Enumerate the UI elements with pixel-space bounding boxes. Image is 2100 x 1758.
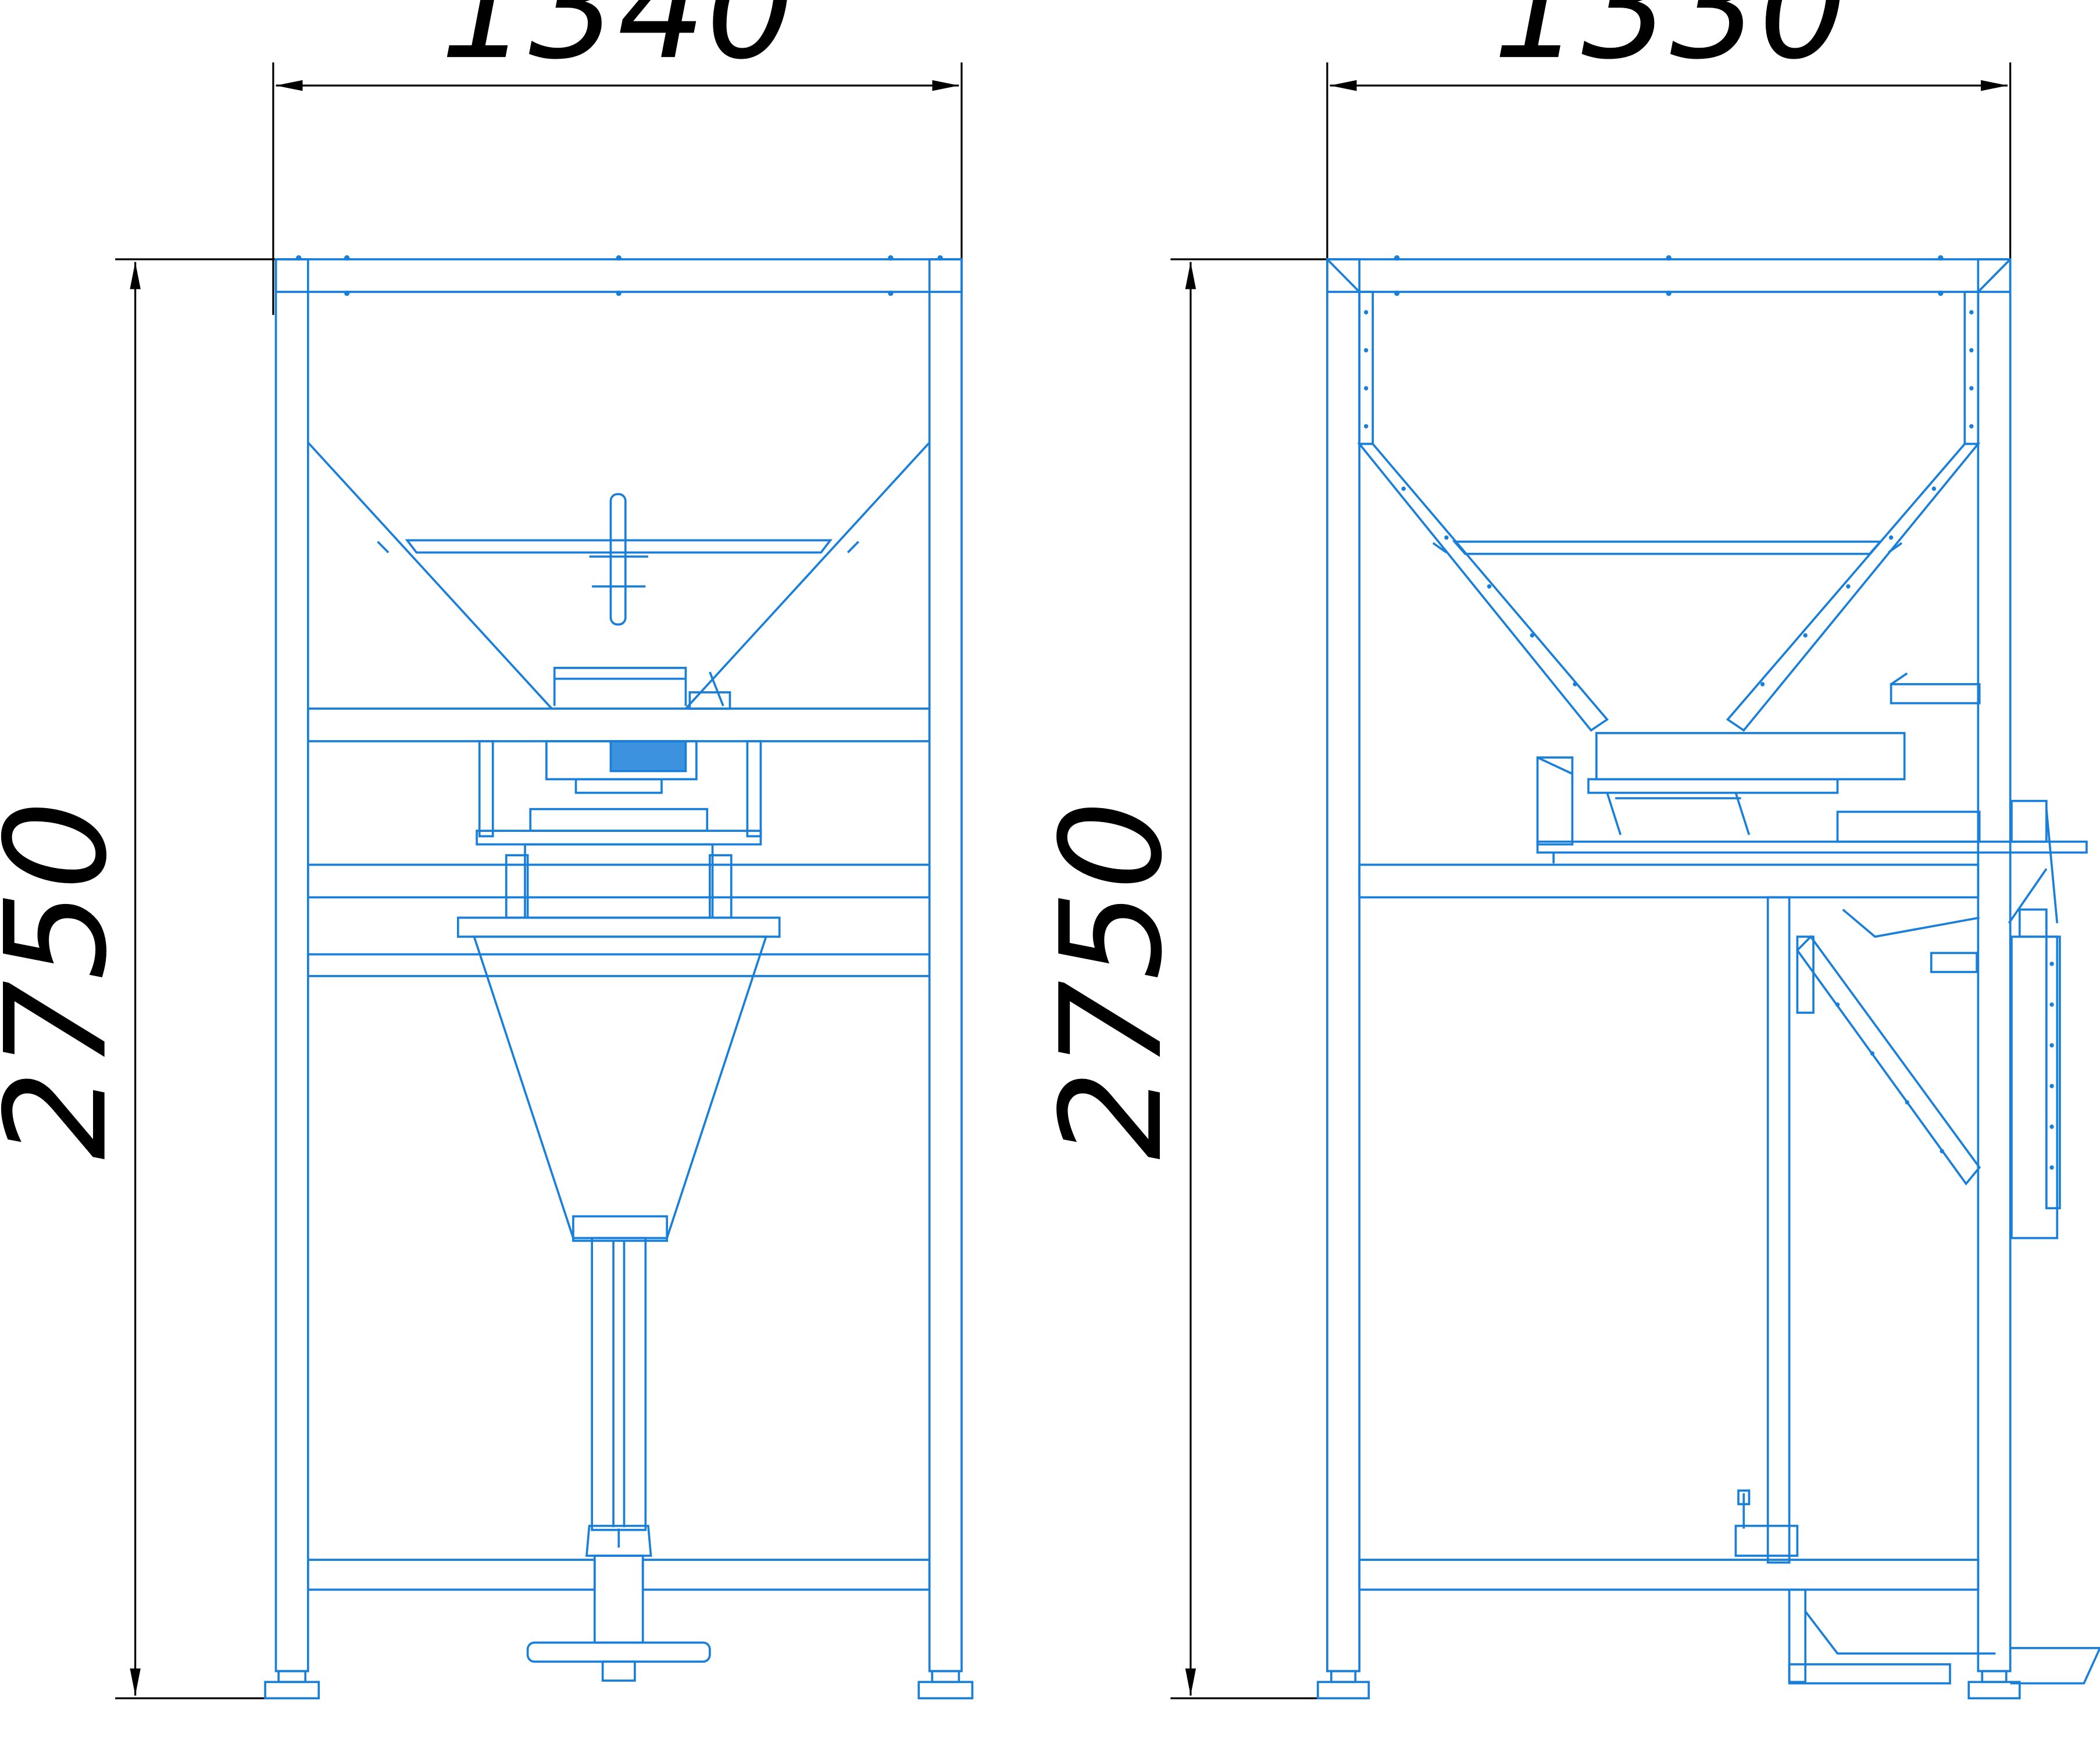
front-width-label: 1340 [440,0,795,90]
side-dimension-lines [1170,62,2012,1699]
side-height-label: 2750 [1030,801,1192,1160]
side-width-label: 1330 [1493,0,1848,90]
front-dimension-lines [115,62,963,1699]
front-machine-frame [264,255,974,1700]
front-height-label: 2750 [0,801,137,1160]
side-machine-frame [1316,255,2100,1700]
side-view: 1330 2750 [1030,0,2100,1700]
side-bolts [1363,310,2054,1170]
front-view: 1340 2750 [0,0,974,1700]
